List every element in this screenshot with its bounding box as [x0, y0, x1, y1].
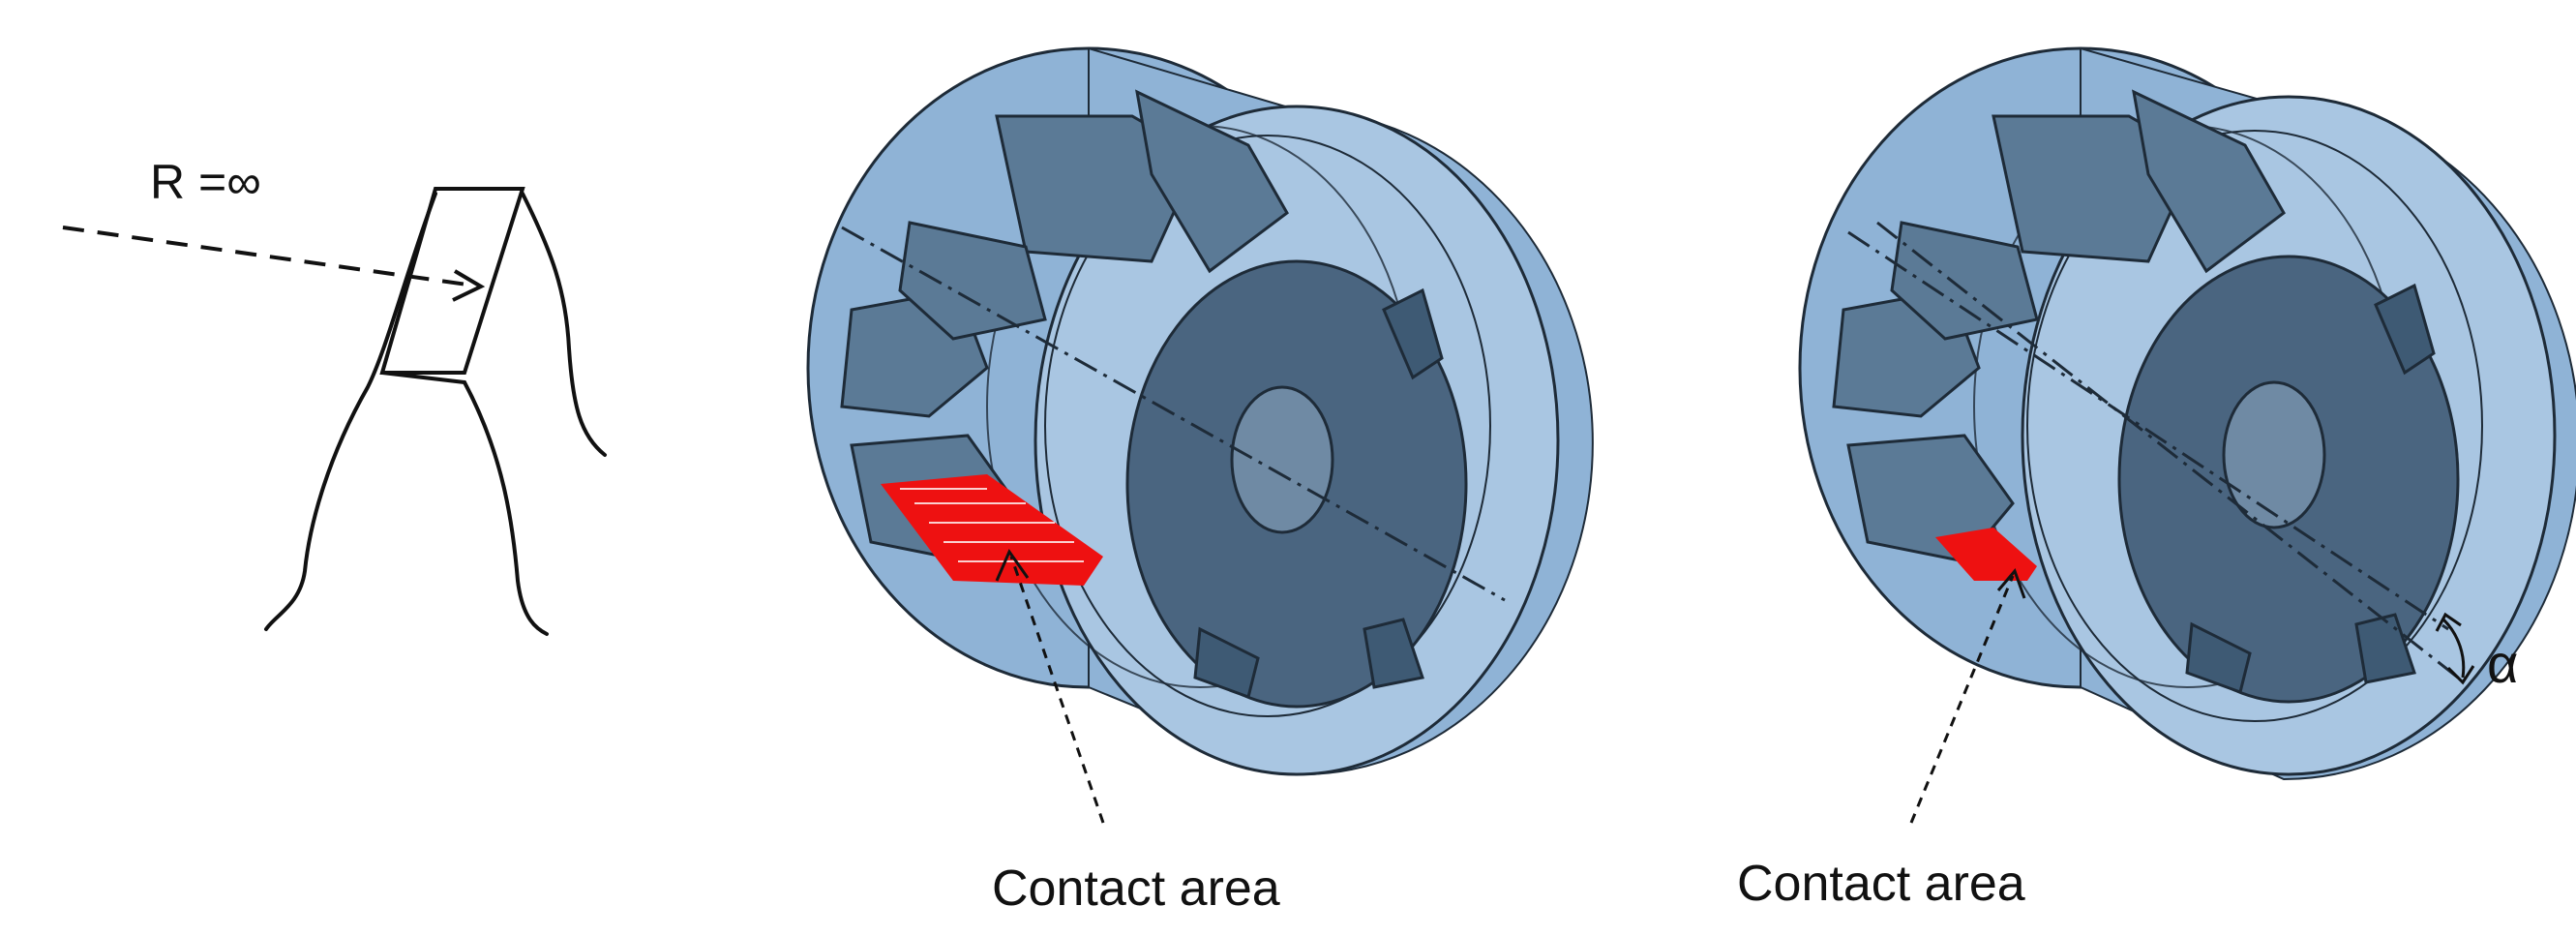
- tooth-lower-right: [463, 380, 549, 636]
- housing-inner-ring: [1044, 135, 1491, 717]
- angle-label: α: [2487, 633, 2518, 694]
- gear-teeth-back-right: [1832, 89, 2286, 563]
- contact-pointer-right: [1909, 575, 2015, 824]
- contact-patch-left: [881, 474, 1103, 586]
- gear-teeth-front: [1193, 287, 1444, 699]
- gear-assembly-left: [806, 46, 1594, 824]
- angle-marker: [2435, 612, 2475, 685]
- axis-line-left: [841, 226, 1506, 602]
- housing-inner-ring-right: [2026, 130, 2483, 722]
- tooth-right-flank: [521, 192, 607, 457]
- tooth-bottom-edge: [380, 371, 466, 384]
- axis-line-right-2: [1876, 221, 2459, 679]
- radius-arrow: [62, 226, 486, 302]
- gear-teeth-front-right: [2185, 283, 2436, 694]
- gear-bore: [1230, 385, 1334, 534]
- contact-patch-right: [1935, 528, 2037, 581]
- tooth-left-flank: [264, 192, 437, 631]
- axis-line-right-1: [1847, 230, 2449, 631]
- gear-bore-right: [2222, 380, 2326, 529]
- gear-assembly-right: [1798, 46, 2576, 824]
- contact-pointer-left: [1009, 556, 1105, 824]
- tooth-sketch: [264, 187, 607, 636]
- contact-area-label-right: Contact area: [1737, 856, 2025, 912]
- contact-area-label-left: Contact area: [992, 861, 1280, 917]
- radius-label: R =∞: [150, 155, 261, 209]
- tooth-top-face: [379, 187, 525, 375]
